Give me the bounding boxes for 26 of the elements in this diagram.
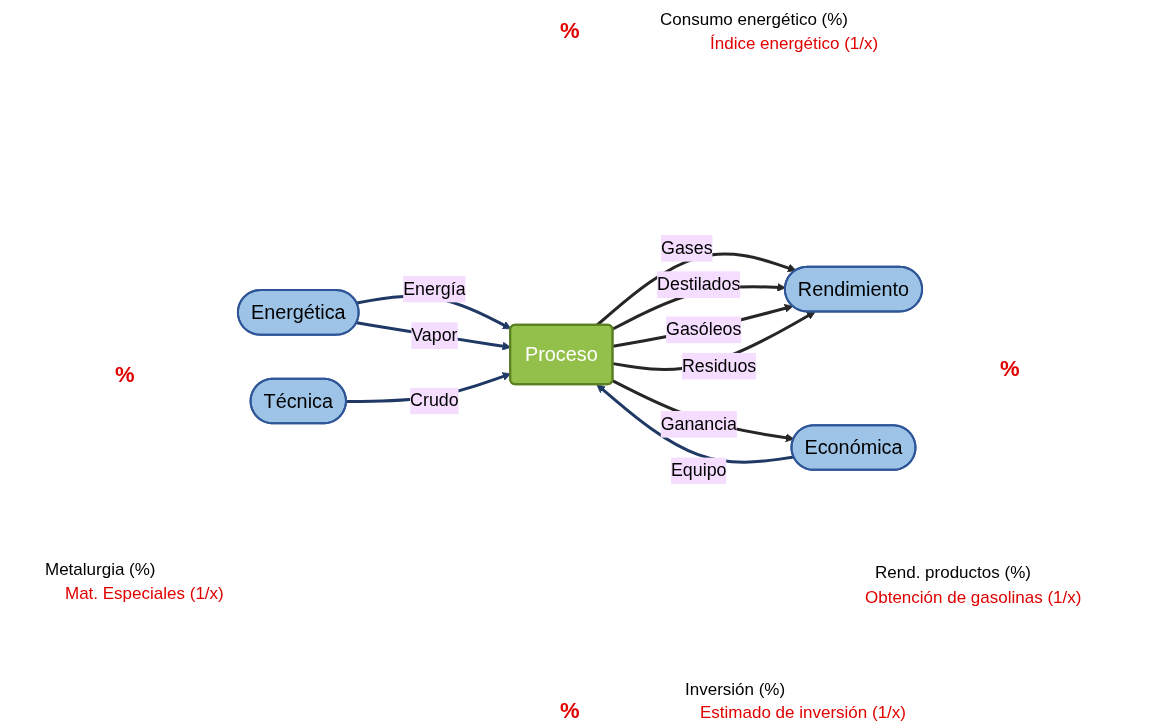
note-text: Mat. Especiales (1/x) <box>65 584 224 604</box>
percent-sign: % <box>560 698 580 723</box>
edge-label: Ganancia <box>660 414 737 435</box>
edge-label: Equipo <box>670 460 727 481</box>
edge-label: Gasóleos <box>666 319 742 340</box>
edge-label: Vapor <box>411 325 458 346</box>
edge-label: Crudo <box>410 391 459 411</box>
arrow <box>612 304 794 349</box>
note-text: Estimado de inversión (1/x) <box>700 703 906 723</box>
percent-sign: % <box>560 18 580 44</box>
edge-label: Residuos <box>681 356 757 377</box>
note-text: Rend. productos (%) <box>875 563 1031 583</box>
note-text: Metalurgia (%) <box>45 560 156 580</box>
arrow <box>612 311 816 372</box>
note-text: Consumo energético (%) <box>660 10 849 30</box>
arrow <box>595 253 797 327</box>
edge-label: Destilados <box>657 274 741 295</box>
edge-label: Gases <box>661 238 713 259</box>
note-text: Inversión (%) <box>685 680 786 700</box>
note-text: Índice energético (1/x) <box>710 34 879 54</box>
percent-sign: % <box>115 362 135 388</box>
note-text: Obtención de gasolinas (1/x) <box>865 588 1082 608</box>
arrow <box>596 384 795 465</box>
percent-sign: % <box>1000 356 1020 382</box>
edge-label: Energía <box>403 279 466 299</box>
arrow <box>612 380 795 443</box>
